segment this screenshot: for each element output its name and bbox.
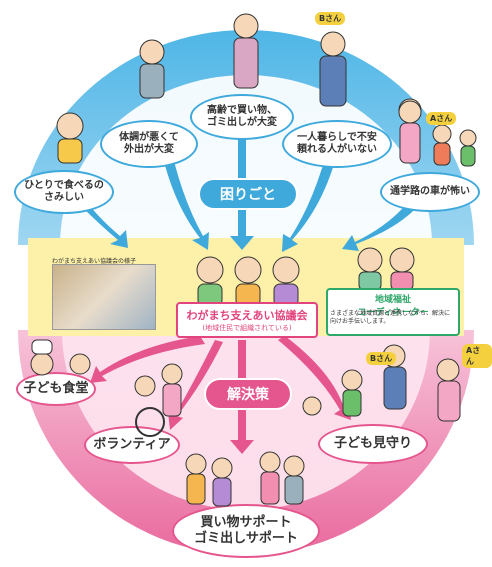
coordinator-icon [357,247,415,290]
badge-a-top: Aさん [426,112,457,125]
kids-watch-icon [302,344,461,422]
badge-b-bottom: Bさん [366,352,397,365]
problems-label: 困りごと [198,178,298,210]
coordinator-desc: さまざまな地域資源と連携しながら、解決に向けお手伝いします。 [330,310,451,325]
mother-children-icon [398,100,477,167]
council-photo [52,264,156,330]
coordinator-title-2: コーディネーター [357,308,429,318]
solution-kids-cafeteria: 子ども食堂 [16,372,96,406]
wheelchair-icon [134,363,183,437]
chef-icon [30,339,54,376]
council-photo-caption: わがまち支えあい協議会の様子 [52,258,137,265]
problem-lonely-eating: ひとりで食べるの さみしい [14,170,114,214]
problem-shopping-garbage: 高齢で買い物、 ゴミ出しが大変 [190,94,294,140]
solutions-label: 解決策 [204,378,292,410]
badge-b-top: Bさん [315,12,346,25]
problem-living-alone: 一人暮らしで不安 頼れる人がいない [282,120,392,168]
council-subtitle: (地域住民で組織されている) [202,324,292,332]
problem-school-route: 通学路の車が怖い [380,172,480,212]
council-box: わがまち支えあい協議会 (地域住民で組織されている) [176,302,318,338]
man-b-icon [319,31,347,107]
solution-kids-watch: 子ども見守り [318,424,428,464]
council-title: わがまち支えあい協議会 [186,309,308,322]
crying-child-icon [56,112,84,164]
elderly-man-icon [139,39,165,99]
coordinator-title-1: 地域福祉 [374,295,411,305]
shopping-helpers-icon [185,451,305,507]
child-diner-icon [69,353,91,375]
badge-a-bottom: Aさん [462,344,492,368]
helper-illustrations [30,339,461,507]
elderly-woman-icon [233,13,259,89]
solution-volunteer: ボランティア [84,426,180,464]
coordinator-box: 地域福祉 コーディネーター [326,288,460,336]
council-members-icon [196,256,300,306]
solution-shopping-garbage-support: 買い物サポート ゴミ出しサポート [172,504,320,558]
problem-hard-to-go-out: 体調が悪くて 外出が大変 [100,120,198,168]
